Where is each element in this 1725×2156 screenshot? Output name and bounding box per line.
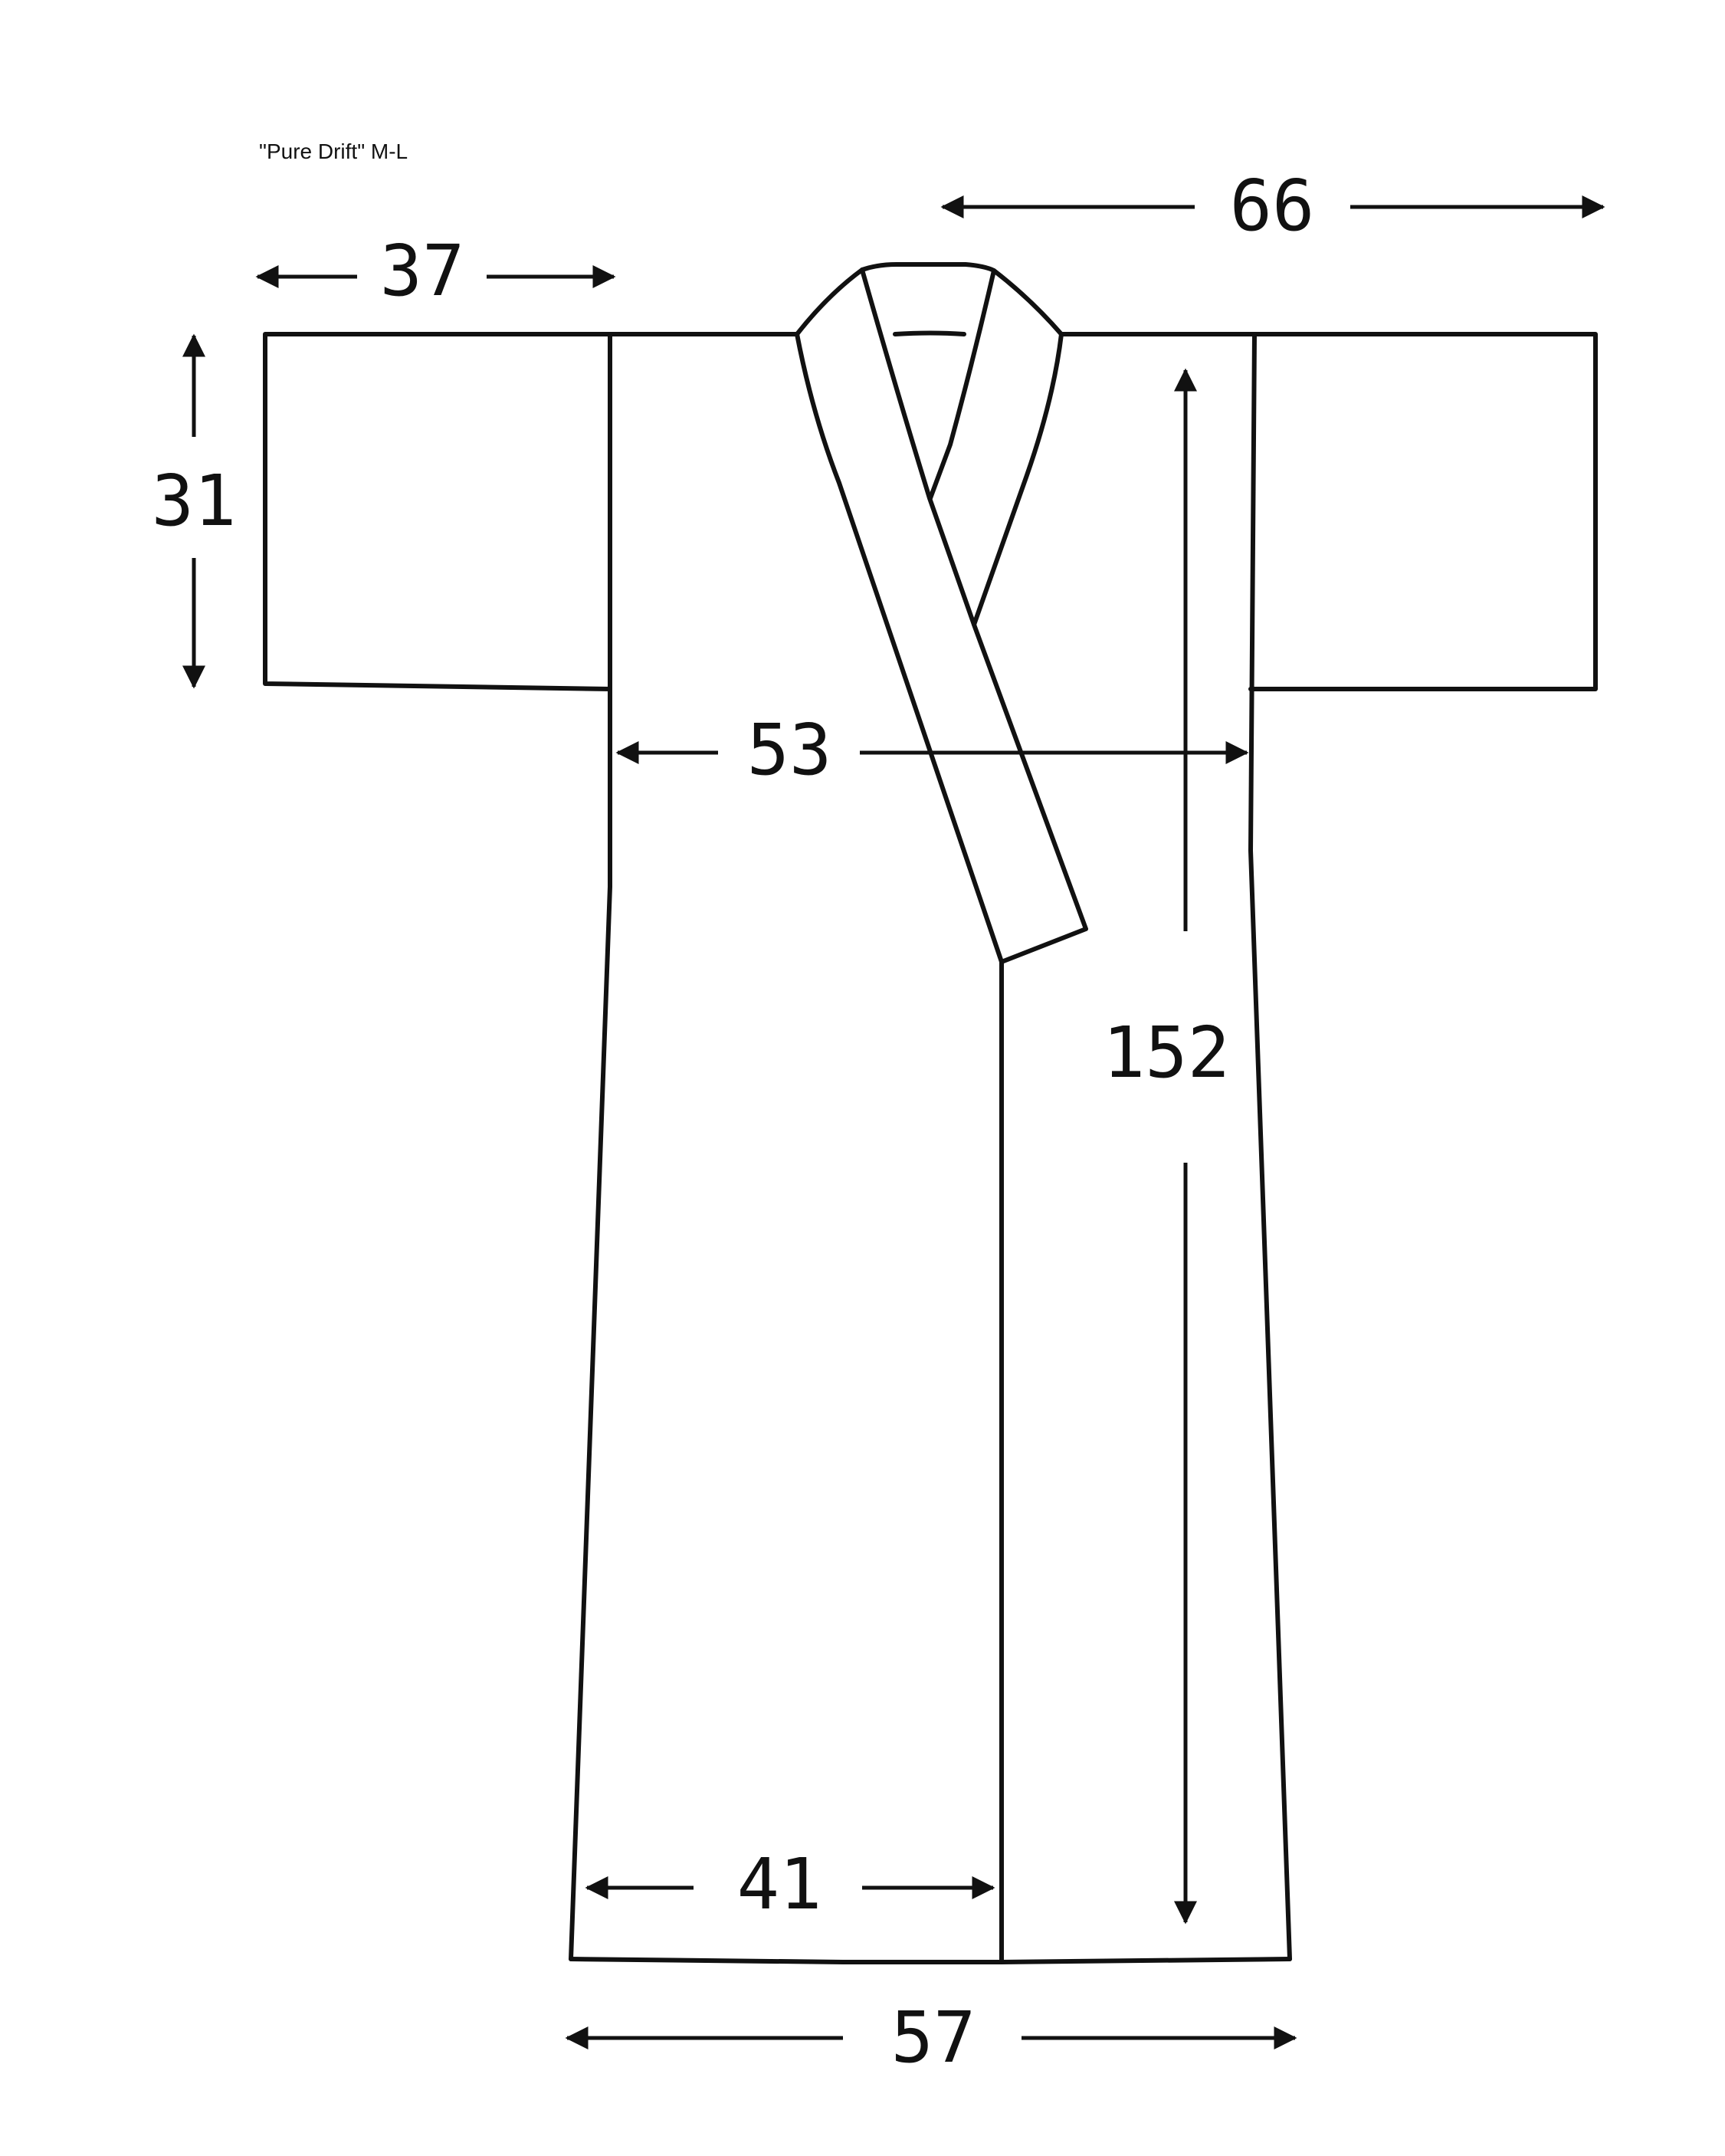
dim-hem: 57 — [565, 1997, 1297, 2079]
body-left-side — [569, 332, 612, 1961]
dim-label-front-panel: 41 — [737, 1843, 822, 1925]
collar-band-inner — [928, 268, 996, 500]
hem-line — [569, 1957, 1292, 1964]
collar-band-outer — [795, 267, 1088, 964]
dim-sleeve-length: 37 — [255, 230, 616, 312]
dim-label-sleeve-height: 31 — [152, 460, 237, 542]
diagram-title: "Pure Drift" M-L — [259, 139, 408, 163]
dim-chest: 53 — [615, 709, 1249, 791]
right-sleeve — [1248, 332, 1598, 691]
body-right-side — [1248, 332, 1292, 1961]
dim-label-hem: 57 — [891, 1997, 976, 2079]
collar-band-right — [972, 332, 1064, 627]
left-sleeve — [263, 332, 612, 691]
dim-front-panel: 41 — [585, 1843, 995, 1925]
collar-back — [795, 262, 1064, 336]
inner-neck-line — [893, 330, 966, 336]
dim-label-length: 152 — [1103, 1012, 1230, 1094]
dim-half-width: 66 — [940, 165, 1605, 247]
robe-outline — [263, 262, 1598, 1964]
dim-label-chest: 53 — [747, 709, 832, 791]
dim-label-sleeve-length: 37 — [380, 230, 465, 312]
dim-sleeve-height: 31 — [152, 333, 237, 689]
dim-length: 152 — [1103, 368, 1230, 1925]
dim-label-half-width: 66 — [1230, 165, 1315, 247]
